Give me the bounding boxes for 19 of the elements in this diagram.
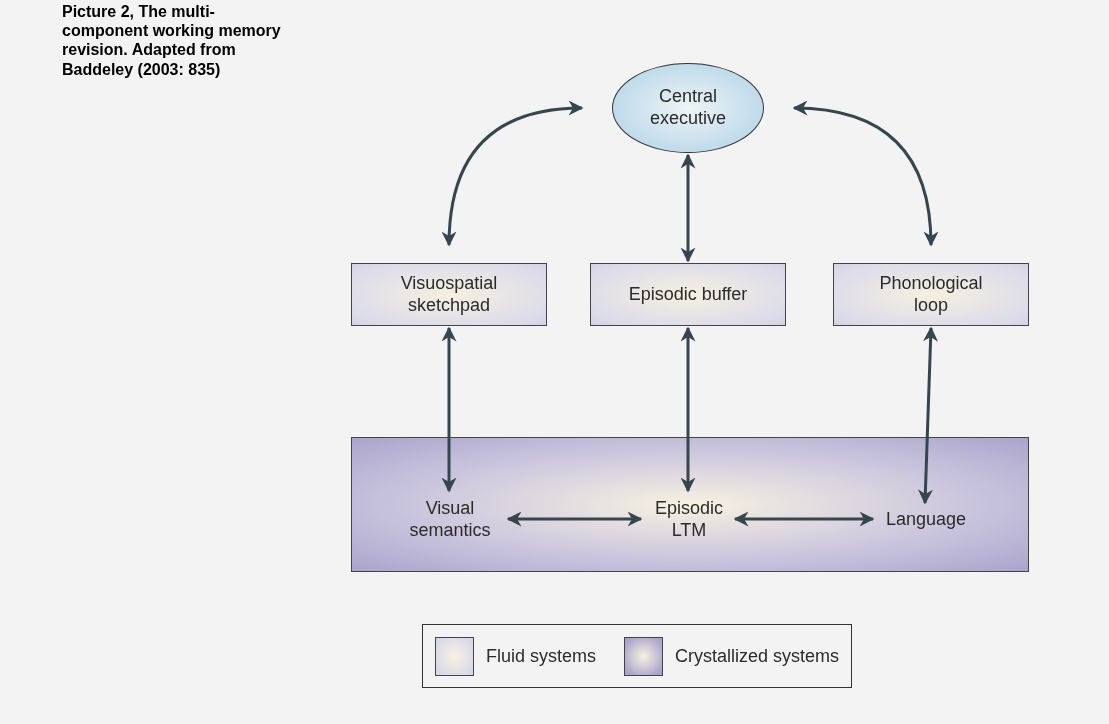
arrow <box>442 101 584 247</box>
title: Picture 2, The multi-component working memory revision. Adapted from Baddeley (2003: 835) <box>62 2 282 79</box>
node-label: Visual semantics <box>393 494 507 546</box>
process-box: Phonological loop <box>833 263 1029 326</box>
process-box: Episodic buffer <box>590 263 786 326</box>
process-box: Visuospatial sketchpad <box>351 263 547 326</box>
ellipse-node: Central executive <box>612 63 764 153</box>
arrow <box>733 511 875 527</box>
arrow <box>792 101 938 247</box>
legend-label: Crystallized systems <box>675 644 840 668</box>
node-label: Episodic LTM <box>644 494 734 546</box>
node-label: Language <box>876 506 976 534</box>
arrow <box>917 326 939 505</box>
arrow <box>680 326 696 493</box>
arrow <box>506 511 643 527</box>
arrow <box>441 326 457 493</box>
memory-band <box>351 437 1029 572</box>
legend-label: Fluid systems <box>486 644 597 668</box>
arrow <box>680 153 696 263</box>
